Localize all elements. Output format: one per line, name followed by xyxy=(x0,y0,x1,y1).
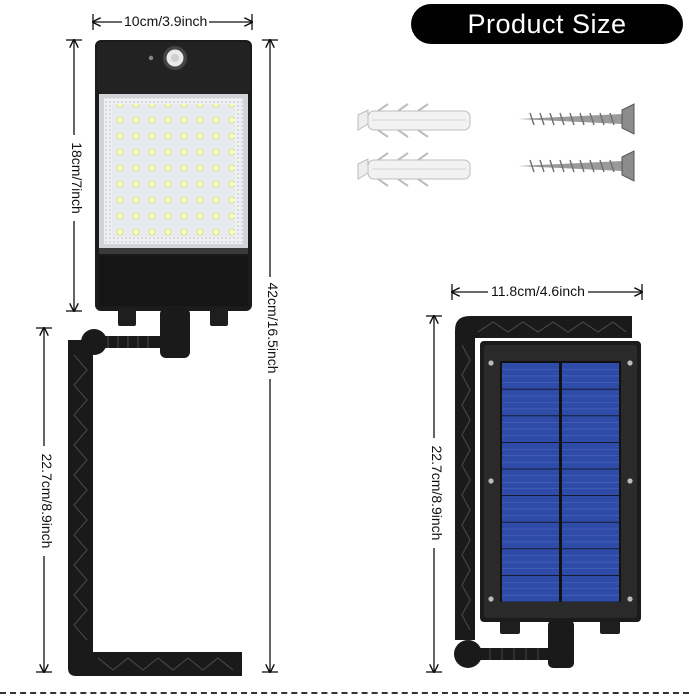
lamp-total-height-label: 42cm/16.5inch xyxy=(263,277,283,379)
lamp-bracket xyxy=(68,308,242,676)
screw-2 xyxy=(518,150,635,182)
product-size-title: Product Size xyxy=(467,8,627,39)
wall-anchor-1 xyxy=(357,103,471,138)
lamp-bracket-height-label: 22.7cm/8.9inch xyxy=(37,446,57,556)
wall-anchor-2 xyxy=(357,152,471,187)
lamp-width-label: 10cm/3.9inch xyxy=(122,13,210,29)
product-size-badge: Product Size xyxy=(411,4,683,44)
panel-width-label: 11.8cm/4.6inch xyxy=(488,283,588,299)
bottom-dashed-divider xyxy=(0,692,689,694)
screw-1 xyxy=(518,103,635,135)
lamp-head xyxy=(95,40,252,326)
solar-panel xyxy=(480,341,641,622)
panel-height-label: 22.7cm/8.9inch xyxy=(427,438,447,548)
lamp-head-height-label: 18cm/7inch xyxy=(67,135,87,221)
